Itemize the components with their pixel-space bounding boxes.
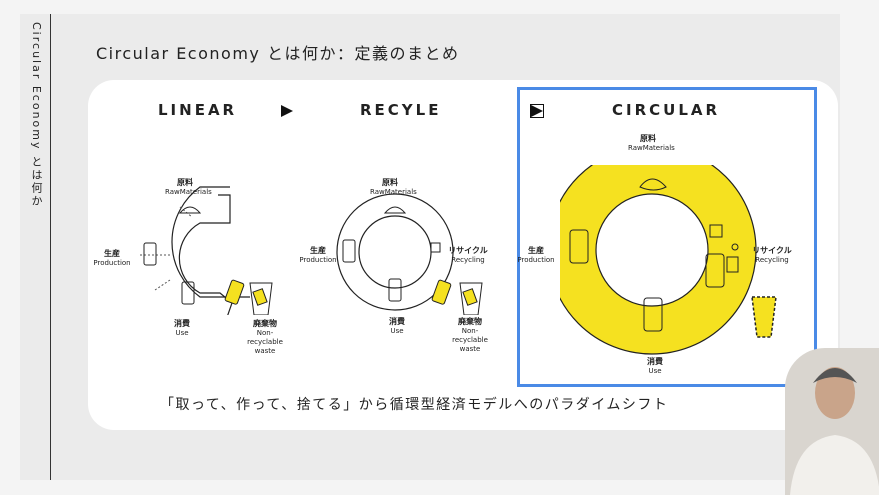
linear-heading: LINEAR [158, 101, 238, 119]
vertical-title: Circular Economy とは何か [30, 22, 43, 209]
presenter-video [785, 348, 879, 495]
slide-title: Circular Economy とは何か：定義のまとめ [96, 44, 460, 63]
recycle-diagram [336, 193, 483, 315]
arrow-right-icon [281, 105, 293, 117]
circular-highlight-box [517, 87, 817, 387]
recycle-heading: RECYLE [360, 101, 442, 119]
caption: 「取って、作って、捨てる」から循環型経済モデルへのパラダイムシフト [160, 397, 669, 413]
arrow-right-icon [530, 104, 544, 118]
presenter-icon [790, 367, 879, 495]
linear-diagram [140, 186, 273, 315]
divider [50, 14, 51, 480]
circular-heading: CIRCULAR [612, 101, 721, 119]
circular-diagram [560, 165, 777, 355]
